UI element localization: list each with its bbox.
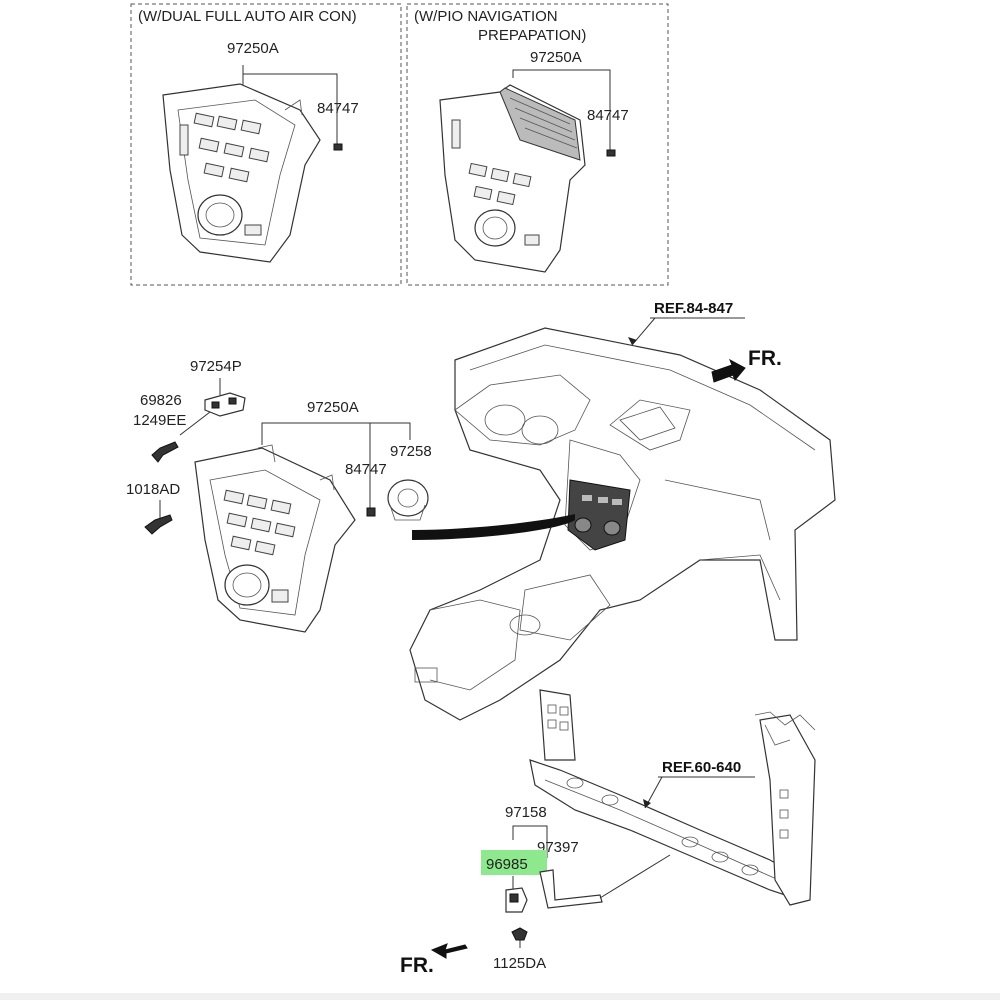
inset-left-title: (W/DUAL FULL AUTO AIR CON) (138, 8, 357, 25)
fr-top-label: FR. (748, 347, 782, 370)
inset-right-title-2: PREPAPATION) (478, 27, 586, 44)
screw-1018AD (144, 514, 173, 535)
clip-left-inset (333, 143, 343, 151)
inset-right-clip-label: 84747 (587, 107, 629, 124)
climate-control-panel-main: 97254P 69826 1249EE 97250A 1018AD 84747 … (126, 358, 432, 633)
bottom-strip (0, 993, 1000, 1000)
inset-navigation-prep: (W/PIO NAVIGATION PREPAPATION) 97250A 84… (406, 3, 669, 286)
label-97250A: 97250A (307, 399, 359, 416)
front-direction-bottom: FR. (400, 943, 468, 977)
label-97254P: 97254P (190, 358, 242, 375)
inset-right-title-1: (W/PIO NAVIGATION (414, 8, 558, 25)
navigation-panel (439, 84, 586, 273)
inset-left-clip-label: 84747 (317, 100, 359, 117)
inset-dual-auto-aircon: (W/DUAL FULL AUTO AIR CON) 97250A 84747 (130, 3, 402, 286)
location-arrow (412, 514, 575, 540)
bracket-97397 (539, 869, 603, 909)
clip-84747 (366, 507, 376, 517)
ref-dash-label: REF.84-847 (654, 300, 733, 317)
label-1125DA: 1125DA (493, 955, 546, 972)
fr-bottom-label: FR. (400, 954, 434, 977)
connector-96985 (505, 887, 528, 913)
screw-1249EE (151, 441, 179, 463)
front-direction-top: FR. (711, 347, 782, 383)
label-97397: 97397 (537, 839, 579, 856)
cowl-cross-member (529, 689, 816, 906)
label-84747: 84747 (345, 461, 387, 478)
label-97258: 97258 (390, 443, 432, 460)
label-1249EE: 1249EE (133, 412, 186, 429)
sensor-97258 (387, 479, 429, 521)
label-69826: 69826 (140, 392, 182, 409)
inset-right-part-label: 97250A (530, 49, 582, 66)
highlight-96985 (481, 850, 547, 875)
clip-right-inset (606, 149, 616, 157)
bolt-1125DA (511, 927, 528, 941)
sensor-97254P (204, 392, 246, 417)
label-1018AD: 1018AD (126, 481, 180, 498)
ref-member-label: REF.60-640 (662, 759, 741, 776)
dashboard-assembly (409, 327, 836, 721)
label-97158: 97158 (505, 804, 547, 821)
climate-control-panel-left (162, 83, 321, 263)
inset-left-part-label: 97250A (227, 40, 279, 57)
label-96985[interactable]: 96985 (486, 856, 528, 873)
